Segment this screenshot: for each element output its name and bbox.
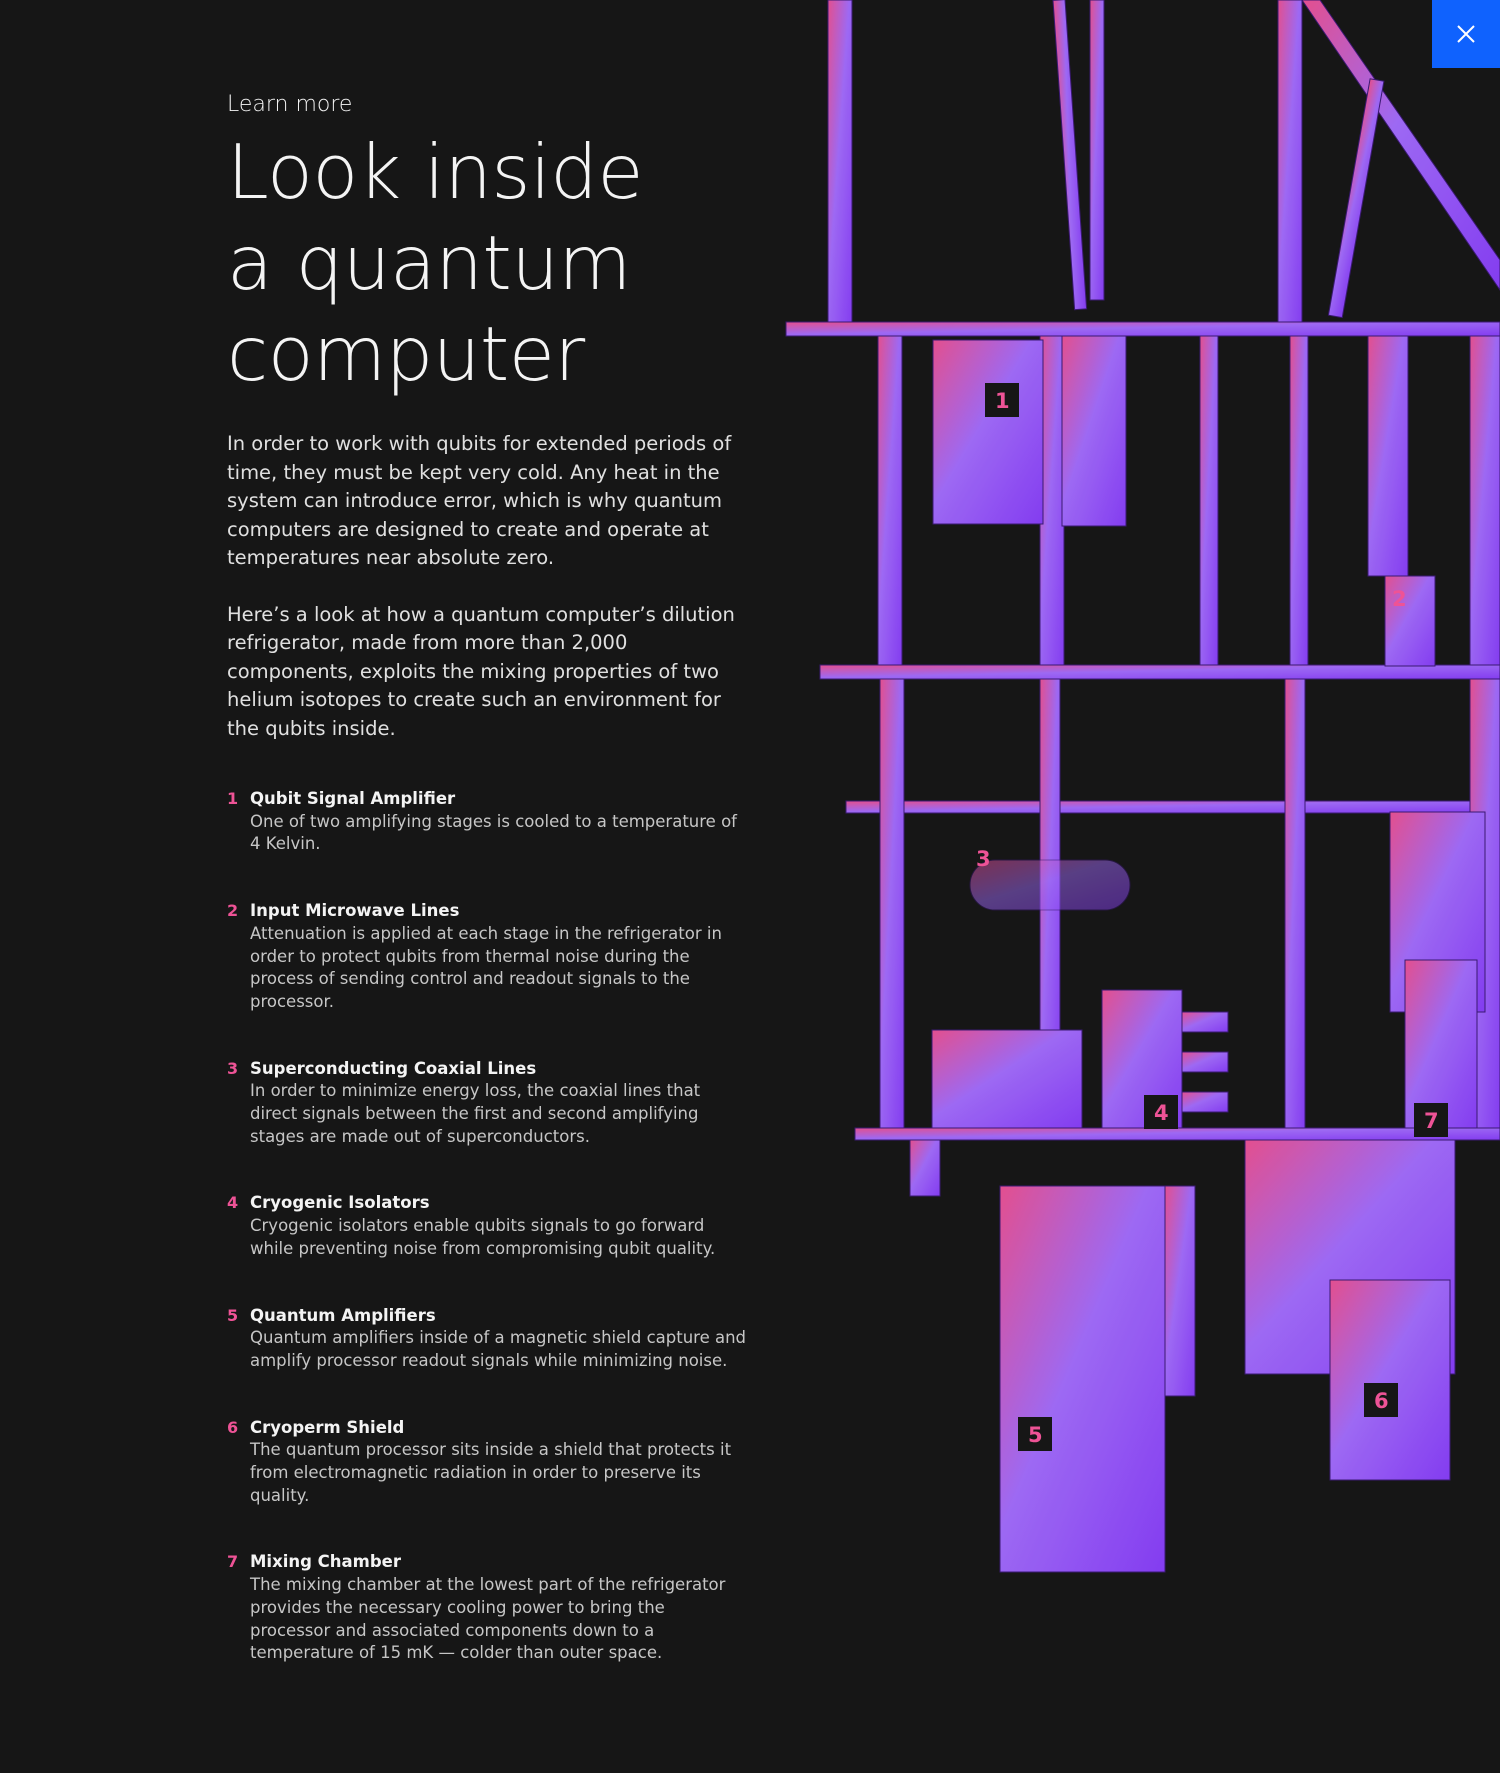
component-number: 1 xyxy=(227,789,239,808)
component-number: 3 xyxy=(227,1058,239,1078)
component-description: Cryogenic isolators enable qubits signal… xyxy=(250,1216,716,1258)
component-description: The quantum processor sits inside a shie… xyxy=(250,1440,732,1505)
page-title: Look inside a quantum computer xyxy=(227,127,737,400)
component-item[interactable]: 4 Cryogenic Isolators Cryogenic isolator… xyxy=(227,1192,747,1260)
component-item[interactable]: 2 Input Microwave Lines Attenuation is a… xyxy=(227,900,747,1014)
intro-column: Learn more Look inside a quantum compute… xyxy=(227,92,737,771)
refrigerator-illustration: 1 2 3 4 5 6 7 xyxy=(785,0,1500,1573)
component-number: 5 xyxy=(227,1305,239,1325)
close-icon xyxy=(1457,25,1475,43)
title-line: Look inside xyxy=(227,128,644,216)
callout-label: 7 xyxy=(1424,1109,1439,1133)
component-title: Cryoperm Shield xyxy=(250,1417,405,1437)
title-line: a quantum xyxy=(227,219,631,307)
callout-label: 5 xyxy=(1028,1423,1043,1447)
callout-label: 2 xyxy=(1392,587,1407,611)
callout-4[interactable]: 4 xyxy=(1144,1095,1178,1129)
close-button[interactable] xyxy=(1432,0,1500,68)
component-description: One of two amplifying stages is cooled t… xyxy=(250,811,737,854)
component-number: 4 xyxy=(227,1193,239,1213)
component-title: Quantum Amplifiers xyxy=(250,1305,436,1325)
component-title: Input Microwave Lines xyxy=(250,901,460,921)
callout-label: 6 xyxy=(1374,1389,1389,1413)
component-item[interactable]: 5 Quantum Amplifiers Quantum amplifiers … xyxy=(227,1305,747,1373)
intro-text: In order to work with qubits for extende… xyxy=(227,430,737,743)
component-number: 7 xyxy=(227,1552,239,1572)
component-item[interactable]: 7 Mixing Chamber The mixing chamber at t… xyxy=(227,1551,747,1665)
component-list: 1 Qubit Signal Amplifier One of two ampl… xyxy=(227,788,747,1665)
component-description: Attenuation is applied at each stage in … xyxy=(250,923,722,1011)
component-item[interactable]: 1 Qubit Signal Amplifier One of two ampl… xyxy=(227,788,747,856)
intro-paragraph: Here’s a look at how a quantum computer’… xyxy=(227,602,735,740)
component-number: 2 xyxy=(227,901,239,921)
callout-1[interactable]: 1 xyxy=(985,383,1019,417)
component-title: Superconducting Coaxial Lines xyxy=(250,1058,537,1078)
component-item[interactable]: 3 Superconducting Coaxial Lines In order… xyxy=(227,1058,747,1149)
eyebrow-label: Learn more xyxy=(227,92,353,117)
callout-2[interactable]: 2 xyxy=(1382,581,1416,615)
callout-label: 1 xyxy=(995,389,1010,413)
component-description: The mixing chamber at the lowest part of… xyxy=(250,1575,726,1663)
component-description: Quantum amplifiers inside of a magnetic … xyxy=(250,1328,747,1370)
title-line: computer xyxy=(227,310,585,398)
component-title: Cryogenic Isolators xyxy=(250,1193,430,1213)
callout-3[interactable]: 3 xyxy=(966,841,1000,875)
callout-label: 4 xyxy=(1154,1101,1169,1125)
callout-5[interactable]: 5 xyxy=(1018,1417,1052,1451)
component-title: Qubit Signal Amplifier xyxy=(250,789,456,808)
component-item[interactable]: 6 Cryoperm Shield The quantum processor … xyxy=(227,1417,747,1508)
component-title: Mixing Chamber xyxy=(250,1552,401,1572)
component-description: In order to minimize energy loss, the co… xyxy=(250,1081,701,1146)
intro-paragraph: In order to work with qubits for extende… xyxy=(227,432,732,569)
callout-label: 3 xyxy=(976,847,991,871)
callout-7[interactable]: 7 xyxy=(1414,1103,1448,1137)
callout-6[interactable]: 6 xyxy=(1364,1383,1398,1417)
component-number: 6 xyxy=(227,1417,239,1437)
dilution-refrigerator-diagram: 1 2 3 4 5 6 7 xyxy=(780,0,1500,1580)
